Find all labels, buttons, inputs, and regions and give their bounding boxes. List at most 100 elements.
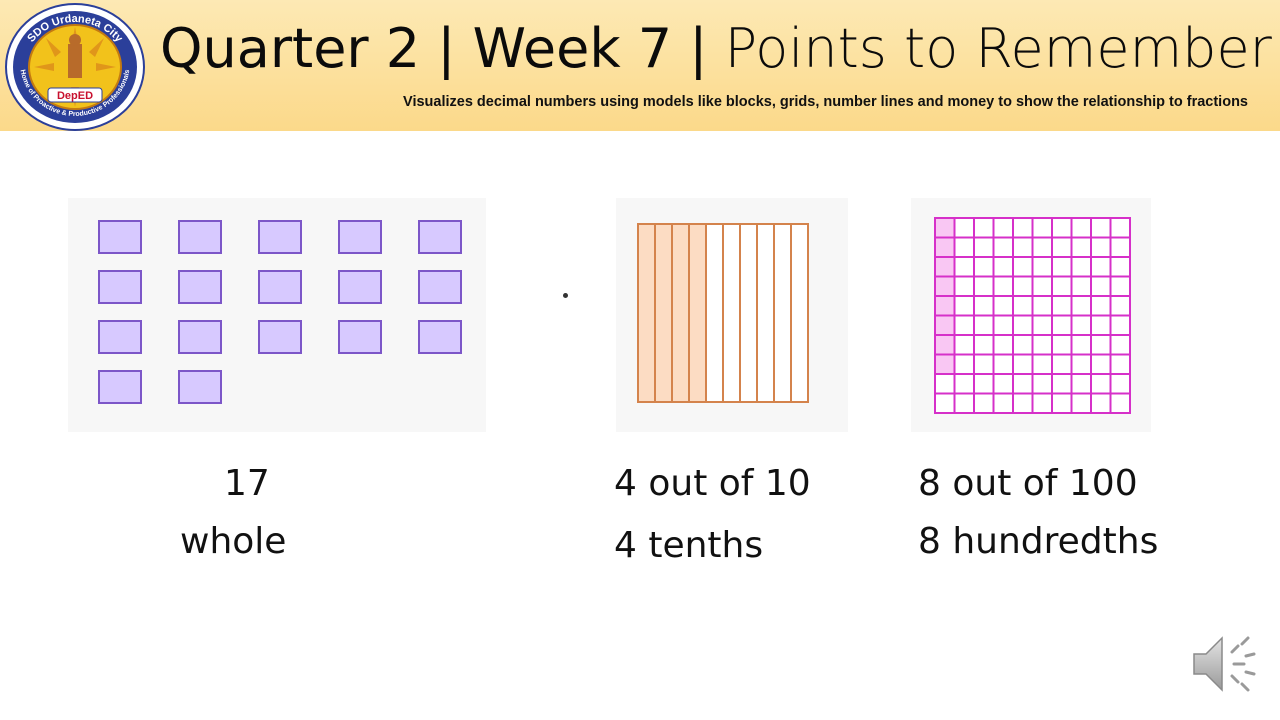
hundredth-cell: [934, 392, 956, 414]
hundredth-cell: [953, 256, 975, 278]
hundredth-cell: [1031, 373, 1053, 395]
hundredths-grid: [934, 217, 1131, 414]
hundredth-cell: [973, 217, 995, 239]
hundredth-cell: [1109, 275, 1131, 297]
whole-block: [178, 220, 222, 254]
hundredth-cell: [1012, 392, 1034, 414]
hundredth-cell: [1090, 314, 1112, 336]
whole-block: [98, 220, 142, 254]
hundredth-cell: [1070, 373, 1092, 395]
hundredth-cell: [1051, 236, 1073, 258]
hundredth-cell: [953, 275, 975, 297]
hundredth-cell-shaded: [934, 353, 956, 375]
hundredth-cell-shaded: [934, 334, 956, 356]
hundredth-cell: [953, 217, 975, 239]
tenth-cell: [773, 223, 792, 403]
hundredth-cell: [973, 275, 995, 297]
hundredths-model: [911, 198, 1151, 432]
tenth-cell-shaded: [654, 223, 673, 403]
hundredth-cell: [1109, 334, 1131, 356]
hundredth-cell: [973, 256, 995, 278]
hundredths-fraction-label: 8 out of 100: [918, 463, 1138, 504]
hundredth-cell: [973, 353, 995, 375]
hundredth-cell: [1012, 353, 1034, 375]
hundredth-cell-shaded: [934, 314, 956, 336]
hundredth-cell: [1051, 217, 1073, 239]
hundredth-cell: [1090, 373, 1112, 395]
whole-block: [338, 220, 382, 254]
tenth-cell-shaded: [637, 223, 656, 403]
hundredth-cell: [992, 314, 1014, 336]
tenth-cell: [756, 223, 775, 403]
hundredth-cell: [1031, 236, 1053, 258]
hundredth-cell: [1109, 392, 1131, 414]
hundredth-cell: [1090, 256, 1112, 278]
hundredth-cell: [953, 314, 975, 336]
hundredth-cell: [1031, 295, 1053, 317]
hundredth-cell: [1051, 373, 1073, 395]
hundredth-cell: [1070, 334, 1092, 356]
tenths-grid: [637, 223, 809, 403]
hundredth-cell: [953, 295, 975, 317]
hundredth-cell: [973, 334, 995, 356]
hundredth-cell: [992, 295, 1014, 317]
tenth-cell-shaded: [671, 223, 690, 403]
whole-block: [98, 370, 142, 404]
hundredth-cell: [992, 373, 1014, 395]
hundredth-cell: [1109, 256, 1131, 278]
slide-title-main: Quarter 2 | Week 7 |: [160, 17, 708, 80]
hundredth-cell: [1012, 373, 1034, 395]
hundredth-cell: [1031, 392, 1053, 414]
tenths-fraction-label: 4 out of 10: [614, 463, 811, 504]
hundredth-cell: [1012, 217, 1034, 239]
whole-block: [178, 370, 222, 404]
logo-center-text: DepED: [57, 90, 93, 102]
whole-block: [98, 320, 142, 354]
hundredth-cell: [1070, 275, 1092, 297]
hundredths-word-label: 8 hundredths: [918, 521, 1159, 562]
tenth-cell: [722, 223, 741, 403]
whole-block: [178, 320, 222, 354]
hundredth-cell: [992, 217, 1014, 239]
hundredth-cell: [1051, 353, 1073, 375]
hundredth-cell: [1109, 295, 1131, 317]
hundredth-cell: [1090, 392, 1112, 414]
hundredth-cell: [1051, 256, 1073, 278]
hundredth-cell: [1070, 295, 1092, 317]
hundredth-cell: [1012, 314, 1034, 336]
whole-block: [258, 320, 302, 354]
speaker-icon[interactable]: [1188, 632, 1260, 696]
hundredth-cell: [953, 392, 975, 414]
whole-block: [258, 270, 302, 304]
hundredth-cell: [1051, 334, 1073, 356]
slide-title-topic: Points to Remember: [724, 17, 1272, 80]
decimal-point: [563, 293, 568, 298]
hundredth-cell: [1012, 256, 1034, 278]
hundredth-cell: [1031, 275, 1053, 297]
whole-block: [98, 270, 142, 304]
hundredth-cell: [1070, 314, 1092, 336]
whole-block: [338, 270, 382, 304]
hundredth-cell: [1070, 392, 1092, 414]
whole-block: [418, 320, 462, 354]
slide-header: DepED SDO Urdaneta City Home of Proactiv…: [0, 0, 1280, 131]
hundredth-cell: [953, 373, 975, 395]
hundredth-cell: [992, 236, 1014, 258]
whole-blocks-model: [68, 198, 486, 432]
hundredth-cell: [1070, 236, 1092, 258]
hundredth-cell: [1051, 275, 1073, 297]
sdo-urdaneta-logo-icon: DepED SDO Urdaneta City Home of Proactiv…: [5, 3, 145, 131]
whole-block: [418, 220, 462, 254]
hundredth-cell: [1012, 295, 1034, 317]
tenth-cell: [790, 223, 809, 403]
whole-number-label: 17: [224, 463, 270, 504]
hundredth-cell: [973, 236, 995, 258]
hundredth-cell: [992, 256, 1014, 278]
hundredth-cell: [1090, 236, 1112, 258]
hundredth-cell: [1031, 314, 1053, 336]
whole-block: [338, 320, 382, 354]
hundredth-cell: [1031, 334, 1053, 356]
whole-block: [418, 270, 462, 304]
hundredth-cell-shaded: [934, 217, 956, 239]
hundredth-cell: [1090, 353, 1112, 375]
